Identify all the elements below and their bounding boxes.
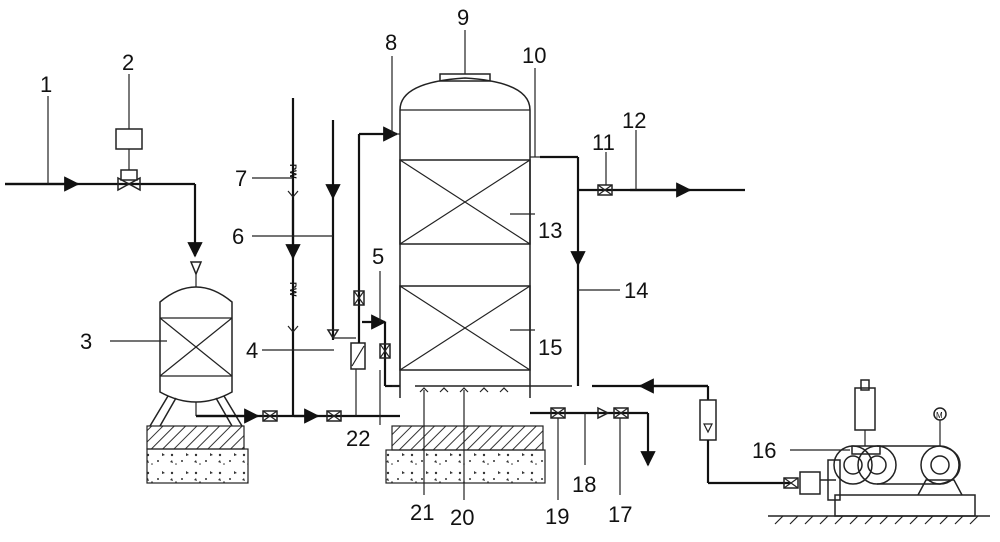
callout-19: 19: [545, 504, 569, 529]
control-valve: [115, 128, 143, 192]
callout-21: 21: [410, 500, 434, 525]
callout-17: 17: [608, 502, 632, 527]
pump-unit: M: [768, 379, 990, 525]
distributor: [415, 385, 572, 393]
pipe-tag-lower: PW: [288, 282, 298, 297]
callout-5: 5: [372, 244, 384, 269]
pipe-tag-upper: PW: [288, 164, 298, 179]
callout-20: 20: [450, 505, 474, 530]
callout-15: 15: [538, 335, 562, 360]
column-feed-line: [353, 126, 399, 343]
callout-labels: 1 2 3 4 5 6 7 8 9 10 11 12 13 14 15 16 1…: [40, 5, 776, 530]
absorption-column: [392, 73, 540, 398]
feed-inlet-line: [5, 176, 203, 258]
recycle-line: [592, 378, 799, 489]
leader-lines: [47, 30, 850, 500]
callout-12: 12: [622, 108, 646, 133]
callout-9: 9: [457, 5, 469, 30]
callout-11: 11: [592, 130, 615, 155]
callout-2: 2: [122, 50, 134, 75]
callout-18: 18: [572, 472, 596, 497]
line-6: [325, 120, 356, 340]
top-outlet-line: [540, 155, 745, 386]
bottom-outlet-line: [530, 406, 656, 467]
callout-6: 6: [232, 224, 244, 249]
callout-16: 16: [752, 438, 776, 463]
callout-13: 13: [538, 218, 562, 243]
callout-3: 3: [80, 329, 92, 354]
adsorption-vessel: [146, 261, 249, 484]
callout-8: 8: [385, 30, 397, 55]
callout-14: 14: [624, 278, 648, 303]
callout-22: 22: [346, 426, 370, 451]
process-water-line: PW PW: [285, 98, 301, 416]
bottom-valves: [262, 410, 342, 422]
line-5: [362, 314, 400, 388]
callout-7: 7: [235, 166, 247, 191]
callout-10: 10: [522, 43, 546, 68]
callout-4: 4: [246, 338, 258, 363]
callout-1: 1: [40, 72, 52, 97]
motor-symbol: M: [936, 411, 943, 420]
column-foundation: [385, 425, 546, 484]
heat-exchanger: [350, 342, 366, 416]
